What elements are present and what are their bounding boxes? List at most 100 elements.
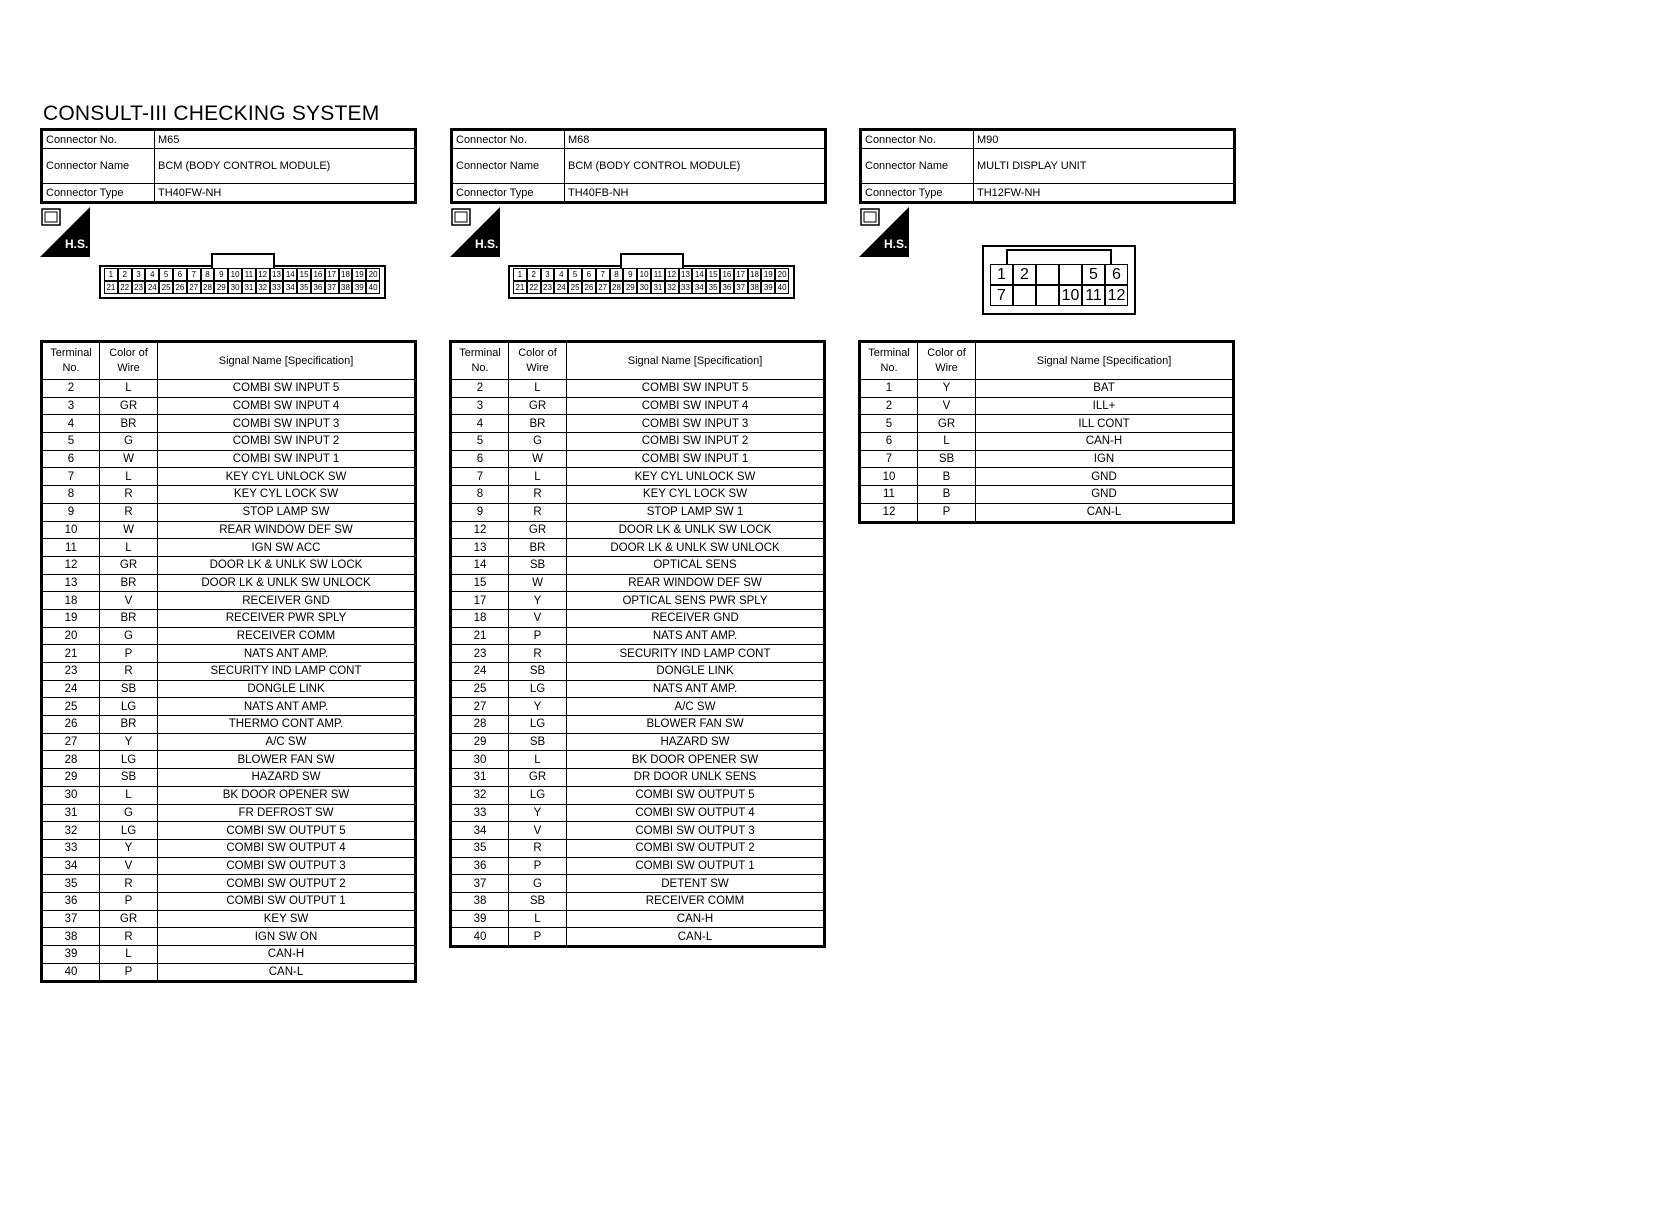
connector-name-label: Connector Name [451, 148, 565, 184]
wire-color-cell: GR [508, 396, 567, 416]
connector-pin: 31 [651, 281, 665, 294]
connector-pin: 26 [173, 281, 187, 294]
connector-pin: 27 [186, 281, 201, 294]
wire-color-cell: L [508, 379, 567, 398]
terminal-cell: 33 [450, 803, 509, 823]
signal-name-cell: NATS ANT AMP. [566, 626, 825, 646]
connector-type-value: TH12FW-NH [973, 183, 1235, 203]
connector-pin [1036, 264, 1059, 285]
connector-pin: 28 [609, 281, 624, 294]
terminal-cell: 7 [450, 467, 509, 487]
wire-color-cell: V [508, 608, 567, 628]
terminal-cell: 13 [450, 538, 509, 557]
connector-pin: 12 [1105, 285, 1128, 306]
signal-name-cell: COMBI SW OUTPUT 4 [566, 803, 825, 823]
wire-color-cell: B [917, 467, 976, 487]
wire-color-cell: SB [99, 768, 158, 787]
signal-name-cell: ILL CONT [975, 414, 1234, 434]
connector-name-label: Connector Name [860, 148, 974, 184]
signal-name-cell: OPTICAL SENS [566, 555, 825, 575]
terminal-cell: 19 [41, 608, 100, 628]
terminal-cell: 3 [450, 396, 509, 416]
connector-pin: 13 [269, 268, 284, 281]
signal-name-cell: BK DOOR OPENER SW [157, 785, 416, 805]
terminal-cell: 36 [41, 891, 100, 911]
wire-color-cell: LG [508, 715, 567, 734]
connector-pin: 19 [352, 268, 367, 281]
signal-name-cell: STOP LAMP SW [157, 502, 416, 522]
connector-pin: 12 [255, 268, 270, 281]
signal-name-cell: DONGLE LINK [157, 679, 416, 699]
connector-pin: 10 [228, 268, 242, 281]
terminal-cell: 11 [41, 538, 100, 557]
connector-pin: 25 [159, 281, 173, 294]
signal-name-cell: A/C SW [566, 697, 825, 717]
signal-table-m65: Terminal No. Color of Wire Signal Name [… [40, 340, 417, 984]
connector-pin: 15 [297, 268, 311, 281]
connector-pin: 34 [692, 281, 707, 294]
terminal-cell: 35 [41, 874, 100, 893]
connector-pin: 7 [186, 268, 201, 281]
wire-color-cell: V [99, 591, 158, 610]
signal-name-cell: BLOWER FAN SW [157, 750, 416, 770]
wire-color-cell: R [508, 502, 567, 522]
signal-name-cell: GND [975, 467, 1234, 487]
connector-pin: 1 [104, 268, 118, 281]
terminal-cell: 24 [41, 679, 100, 699]
connector-latch [1006, 249, 1112, 265]
terminal-cell: 5 [859, 414, 918, 434]
hs-icon: H.S. [40, 207, 90, 257]
connector-pin: 8 [609, 268, 624, 281]
signal-name-cell: GND [975, 485, 1234, 504]
wire-color-cell: GR [508, 768, 567, 787]
wire-color-cell: GR [99, 396, 158, 416]
col-color: Color of Wire [99, 341, 158, 380]
terminal-cell: 4 [450, 414, 509, 434]
signal-name-cell: CAN-L [157, 962, 416, 983]
wire-color-cell: V [917, 396, 976, 416]
connector-pin: 5 [568, 268, 582, 281]
wire-color-cell: G [508, 432, 567, 451]
terminal-cell: 27 [41, 732, 100, 752]
terminal-cell: 8 [450, 485, 509, 504]
connector-pin: 7 [990, 285, 1013, 306]
terminal-cell: 6 [859, 432, 918, 451]
connector-name-label: Connector Name [41, 148, 155, 184]
wire-color-cell: LG [508, 679, 567, 699]
wire-color-cell: V [99, 856, 158, 876]
connector-pin: 36 [720, 281, 734, 294]
wire-color-cell: Y [917, 379, 976, 398]
connector-pin: 1 [990, 264, 1013, 285]
connector-no-label: Connector No. [451, 129, 565, 149]
signal-name-cell: DR DOOR UNLK SENS [566, 768, 825, 787]
wire-color-cell: L [99, 467, 158, 487]
connector-pin: 10 [1059, 285, 1082, 306]
hs-label: H.S. [475, 237, 499, 251]
connector-pin: 15 [706, 268, 720, 281]
signal-name-cell: NATS ANT AMP. [566, 679, 825, 699]
connector-pin: 38 [338, 281, 353, 294]
terminal-cell: 38 [450, 891, 509, 911]
signal-name-cell: COMBI SW OUTPUT 1 [157, 891, 416, 911]
connector-pin: 11 [242, 268, 256, 281]
terminal-cell: 39 [450, 909, 509, 929]
wire-color-cell: W [99, 520, 158, 540]
signal-name-cell: KEY CYL UNLOCK SW [566, 467, 825, 487]
signal-name-cell: COMBI SW INPUT 1 [157, 449, 416, 469]
terminal-cell: 2 [859, 396, 918, 416]
